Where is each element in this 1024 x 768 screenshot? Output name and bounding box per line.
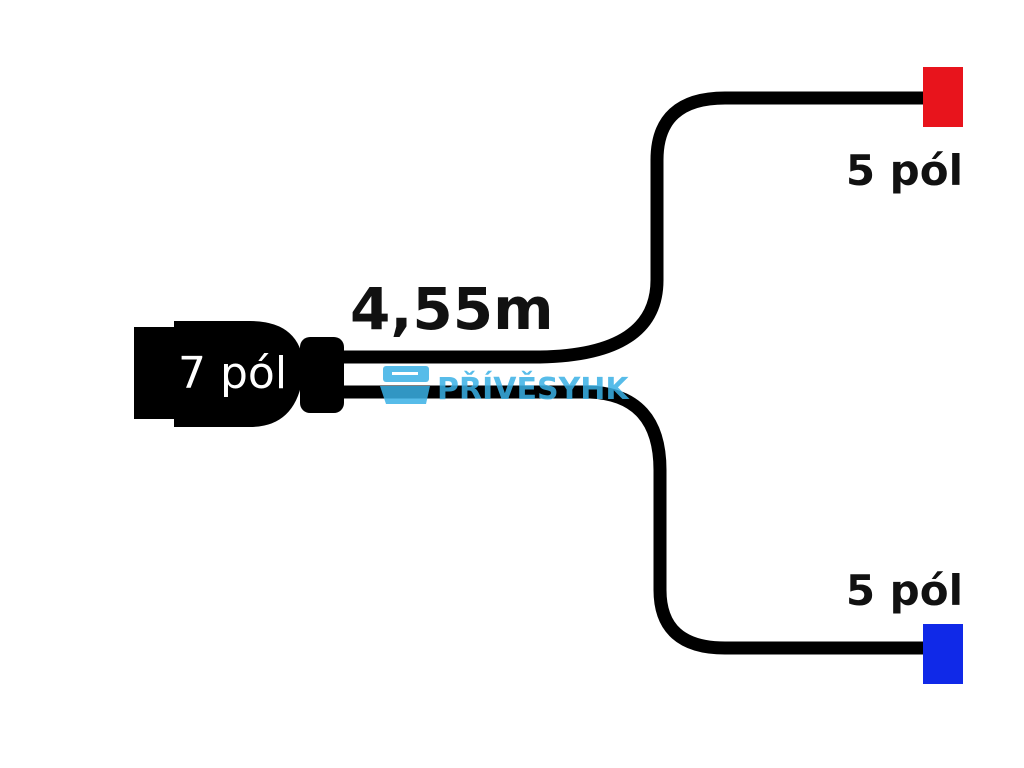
watermark-text: PŘÍVĚSYHK bbox=[437, 371, 630, 407]
connector-bottom-label: 5 pól bbox=[846, 566, 963, 615]
trailer-logo-icon bbox=[380, 366, 430, 404]
cable-length-label: 4,55m bbox=[350, 275, 554, 343]
plug-collar bbox=[300, 337, 344, 413]
plug-body bbox=[174, 321, 304, 427]
main-connector-label: 7 pól bbox=[178, 348, 287, 399]
plug-rear-block bbox=[134, 327, 178, 419]
cable-top bbox=[340, 91, 925, 364]
connector-top-label: 5 pól bbox=[846, 146, 963, 195]
cable-bottom bbox=[340, 385, 925, 655]
watermark: PŘÍVĚSYHK bbox=[380, 366, 630, 407]
connector-bottom-blue bbox=[923, 624, 963, 684]
connector-top-red bbox=[923, 67, 963, 127]
plug-7-pin: 7 pól bbox=[134, 321, 344, 427]
